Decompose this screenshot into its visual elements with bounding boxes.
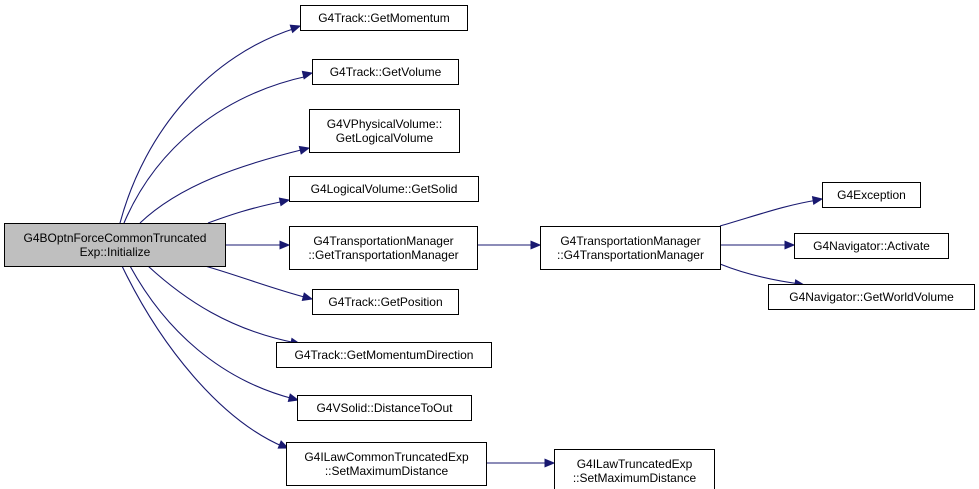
call-edge <box>486 458 556 468</box>
node-box <box>312 59 459 85</box>
node-box <box>289 176 479 202</box>
node-get-logical-volume[interactable]: G4VPhysicalVolume::GetLogicalVolume <box>309 109 460 153</box>
node-get-momentum-direction[interactable]: G4Track::GetMomentumDirection <box>276 342 492 368</box>
node-navigator-activate[interactable]: G4Navigator::Activate <box>794 233 949 259</box>
call-edge <box>129 265 300 403</box>
node-box <box>286 442 487 486</box>
call-edge <box>477 240 542 250</box>
node-box <box>289 226 478 270</box>
node-box <box>540 226 721 270</box>
call-edge-line <box>119 27 297 224</box>
arrowhead-icon <box>277 440 290 449</box>
node-label: G4TransportationManager <box>560 234 700 248</box>
node-box <box>300 5 468 31</box>
node-label: Exp::Initialize <box>80 245 151 259</box>
call-edge-line <box>121 265 285 448</box>
node-label: G4Track::GetMomentumDirection <box>295 348 474 362</box>
node-box <box>276 342 492 368</box>
arrowhead-icon <box>279 240 291 250</box>
call-edge <box>123 70 314 224</box>
call-edge <box>719 263 806 289</box>
node-box <box>822 182 921 208</box>
node-box <box>297 395 472 421</box>
arrowhead-icon <box>301 70 314 80</box>
node-box <box>309 109 460 153</box>
call-edge <box>204 265 314 301</box>
arrowhead-icon <box>289 24 302 34</box>
node-label: G4ILawCommonTruncatedExp <box>304 450 469 464</box>
node-label: G4Navigator::GetWorldVolume <box>789 290 954 304</box>
node-get-volume[interactable]: G4Track::GetVolume <box>312 59 459 85</box>
node-label: G4TransportationManager <box>313 234 453 248</box>
node-root[interactable]: G4BOptnForceCommonTruncatedExp::Initiali… <box>4 223 226 267</box>
arrowhead-icon <box>287 393 300 403</box>
node-label: G4Track::GetPosition <box>328 295 442 309</box>
arrowhead-icon <box>811 196 824 206</box>
node-box <box>4 223 226 267</box>
call-edge-line <box>139 148 306 224</box>
node-label: GetLogicalVolume <box>336 131 434 145</box>
arrowhead-icon <box>301 292 314 301</box>
node-get-momentum[interactable]: G4Track::GetMomentum <box>300 5 468 31</box>
call-edge-line <box>204 265 309 299</box>
node-label: G4Track::GetVolume <box>330 65 442 79</box>
node-label: G4Navigator::Activate <box>813 239 930 253</box>
call-edge <box>719 196 824 227</box>
function-nodes: G4BOptnForceCommonTruncatedExp::Initiali… <box>4 5 975 489</box>
arrowhead-icon <box>784 240 796 250</box>
node-navigator-world-volume[interactable]: G4Navigator::GetWorldVolume <box>768 284 975 310</box>
call-edge-line <box>719 263 801 285</box>
node-exception[interactable]: G4Exception <box>822 182 921 208</box>
node-label: G4VPhysicalVolume:: <box>327 117 442 131</box>
arrowhead-icon <box>298 145 311 155</box>
node-distance-to-out[interactable]: G4VSolid::DistanceToOut <box>297 395 472 421</box>
node-box <box>794 233 949 259</box>
node-label: G4Track::GetMomentum <box>318 11 450 25</box>
call-edge-line <box>129 265 295 400</box>
call-edge-line <box>719 199 819 227</box>
node-label: ::GetTransportationManager <box>308 248 458 262</box>
node-transportation-manager-ctor[interactable]: G4TransportationManager::G4Transportatio… <box>540 226 721 270</box>
call-edge <box>119 24 302 224</box>
node-label: ::SetMaximumDistance <box>325 464 449 478</box>
call-edge <box>139 145 311 224</box>
arrowhead-icon <box>530 240 542 250</box>
node-box <box>768 284 975 310</box>
node-label: ::SetMaximumDistance <box>573 471 697 485</box>
call-edge-line <box>147 265 297 344</box>
node-label: G4VSolid::DistanceToOut <box>316 401 453 415</box>
call-edge-line <box>207 200 286 224</box>
node-set-max-distance-truncated[interactable]: G4ILawTruncatedExp::SetMaximumDistance <box>554 449 715 489</box>
node-get-transportation-manager[interactable]: G4TransportationManager::GetTransportati… <box>289 226 478 270</box>
call-edge <box>207 197 291 224</box>
call-edge <box>225 240 291 250</box>
node-label: G4Exception <box>837 188 906 202</box>
node-label: G4BOptnForceCommonTruncated <box>24 231 207 245</box>
node-label: G4LogicalVolume::GetSolid <box>311 182 458 196</box>
call-edges <box>119 24 824 468</box>
node-get-solid[interactable]: G4LogicalVolume::GetSolid <box>289 176 479 202</box>
arrowhead-icon <box>278 197 291 207</box>
node-label: G4ILawTruncatedExp <box>577 457 693 471</box>
arrowhead-icon <box>544 458 556 468</box>
node-get-position[interactable]: G4Track::GetPosition <box>312 289 459 315</box>
node-box <box>554 449 715 489</box>
call-edge <box>720 240 796 250</box>
node-set-max-distance-common[interactable]: G4ILawCommonTruncatedExp::SetMaximumDist… <box>286 442 487 486</box>
node-label: ::G4TransportationManager <box>557 248 704 262</box>
call-edge <box>121 265 290 449</box>
node-box <box>312 289 459 315</box>
call-edge <box>147 265 302 347</box>
call-edge-line <box>123 75 309 224</box>
